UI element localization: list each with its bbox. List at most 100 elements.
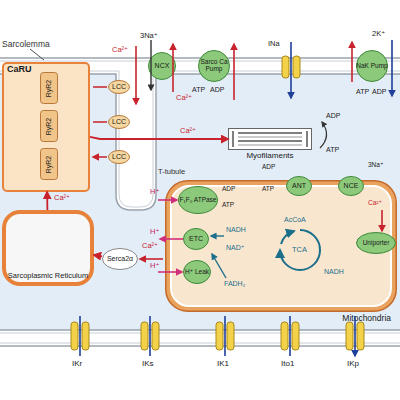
outline-ellipse <box>287 177 312 196</box>
filament-line <box>238 137 302 138</box>
node-text-wrap: NCE <box>338 176 364 196</box>
atp-label: ATP <box>356 88 369 95</box>
synthase-circle-text: F₁F₀ ATPase <box>180 197 217 204</box>
current-label: IKp <box>347 360 359 368</box>
ryanodine-receptor: RyR2 <box>40 110 58 142</box>
adp-label: ADP <box>210 86 224 93</box>
mitochondrion: MitochondriaF₁F₀ ATPaseETCH⁺ LeakANTNCEU… <box>165 180 397 312</box>
l-type-channel: LCC <box>108 115 130 129</box>
potassium-channel <box>357 322 364 350</box>
potassium-channel <box>152 322 159 350</box>
metabolite-label: AcCoA <box>284 216 306 223</box>
l-type-channel-text: LCC <box>112 118 126 125</box>
ryanodine-receptor-text: RyR2 <box>45 155 52 173</box>
potassium-channel <box>346 322 353 350</box>
metabolite-label: NADH <box>226 226 246 233</box>
outline-rect <box>41 111 58 142</box>
node-text-wrap: LCC <box>108 150 130 164</box>
adp-label: ADP <box>372 88 386 95</box>
ion-label: 3Na⁺ <box>368 162 383 169</box>
potassium-arrow <box>80 316 355 356</box>
node-text-wrap: NCX <box>148 52 176 80</box>
proton-arrow <box>158 271 182 273</box>
proton-arrow <box>158 199 177 201</box>
potassium-channel <box>71 322 78 350</box>
node-text-wrap: RyR2 <box>40 148 58 180</box>
ryanodine-receptor: RyR2 <box>40 148 58 180</box>
translocase-circle: ANT <box>286 176 312 196</box>
l-type-channel-text: LCC <box>112 153 126 160</box>
calcium-flux-connector <box>46 192 48 210</box>
node-text-wrap: Myofilaments <box>246 152 293 160</box>
outline-ellipse <box>109 151 130 164</box>
release-unit-box-text: CaRU <box>7 65 32 74</box>
node-text-wrap: Sarco Ca Pump <box>198 50 230 82</box>
outline-ellipse <box>357 51 388 82</box>
translocase-circle-text: ANT <box>292 182 306 189</box>
transport-chain-circle: ETC <box>183 228 209 250</box>
ryanodine-receptor-text: RyR2 <box>45 117 52 135</box>
current-label: IKr <box>72 360 82 368</box>
potassium-channel <box>227 322 234 350</box>
sodium-channel <box>293 56 300 78</box>
calcium-flux-connector <box>90 137 228 139</box>
leak-circle: H⁺ Leak <box>183 260 211 284</box>
synthase-circle: F₁F₀ ATPase <box>178 186 218 214</box>
filament-line <box>238 132 302 134</box>
ion-label: Ca²⁺ <box>176 94 192 102</box>
ion-label: Ca²⁺ <box>142 242 158 250</box>
z-disc-line <box>306 131 308 147</box>
atp-label: ATP <box>192 86 205 93</box>
membrane-line <box>0 345 400 347</box>
current-label: IK1 <box>217 360 229 368</box>
outline-ellipse <box>109 116 130 129</box>
edge-label: Ca²⁺ <box>180 127 196 135</box>
outline-rect <box>41 73 58 104</box>
adp-label: ADP <box>326 112 340 119</box>
pump-circle: NaK Pump <box>356 50 388 82</box>
current-label: IKs <box>142 360 154 368</box>
cycle-label: TCA <box>292 246 307 254</box>
tca-cycle-arrow <box>281 231 294 244</box>
edge-label: Ca²⁺ <box>54 194 70 202</box>
potassium-channel <box>292 322 299 350</box>
outline-ellipse <box>199 51 230 82</box>
node-text-wrap: Serca2α <box>102 248 138 270</box>
sodium-arrow <box>150 40 151 90</box>
ion-label: Ca²⁺ <box>368 200 382 207</box>
outline-ellipse <box>184 261 211 284</box>
current-label: Ito1 <box>281 360 294 368</box>
myofilament-box: Myofilaments <box>228 128 312 150</box>
serca-pump-text: Serca2α <box>107 255 133 262</box>
outline-rect <box>41 149 58 180</box>
fadh-arrow <box>212 254 226 278</box>
z-disc-line <box>232 131 234 147</box>
potassium-arrow <box>391 40 393 96</box>
l-type-channel: LCC <box>108 80 130 94</box>
calcium-arrow <box>135 46 137 104</box>
sodium-arrow <box>290 42 292 98</box>
leak-circle-text: H⁺ Leak <box>185 269 209 276</box>
node-text-wrap: ETC <box>183 228 209 250</box>
filament-line <box>238 140 302 142</box>
sodium-channel <box>282 56 289 78</box>
serca-pump: Serca2α <box>102 248 138 270</box>
outline-ellipse <box>103 249 138 270</box>
reticulum-box: Sarcoplasmic Reticulum <box>2 210 94 286</box>
ryanodine-receptor-text: RyR2 <box>45 79 52 97</box>
node-text-wrap: LCC <box>108 115 130 129</box>
proton-label: H⁺ <box>150 188 159 196</box>
node-text-wrap: ANT <box>286 176 312 196</box>
metabolite-label: NAD⁺ <box>226 244 244 251</box>
potassium-channels <box>71 316 364 356</box>
outline-rect <box>3 63 89 191</box>
atp-label: ATP <box>326 146 339 153</box>
structure-label: T-tubule <box>158 168 185 176</box>
nadh-arrow <box>211 235 224 236</box>
release-unit-box: CaRURyR2RyR2RyR2 <box>2 62 90 192</box>
atp-label: ATP <box>222 202 234 209</box>
calcium-arrow <box>172 44 174 92</box>
node-text-wrap: H⁺ Leak <box>183 260 211 284</box>
sarcolemma-band <box>0 330 400 346</box>
proton-label: H⁺ <box>150 262 159 270</box>
